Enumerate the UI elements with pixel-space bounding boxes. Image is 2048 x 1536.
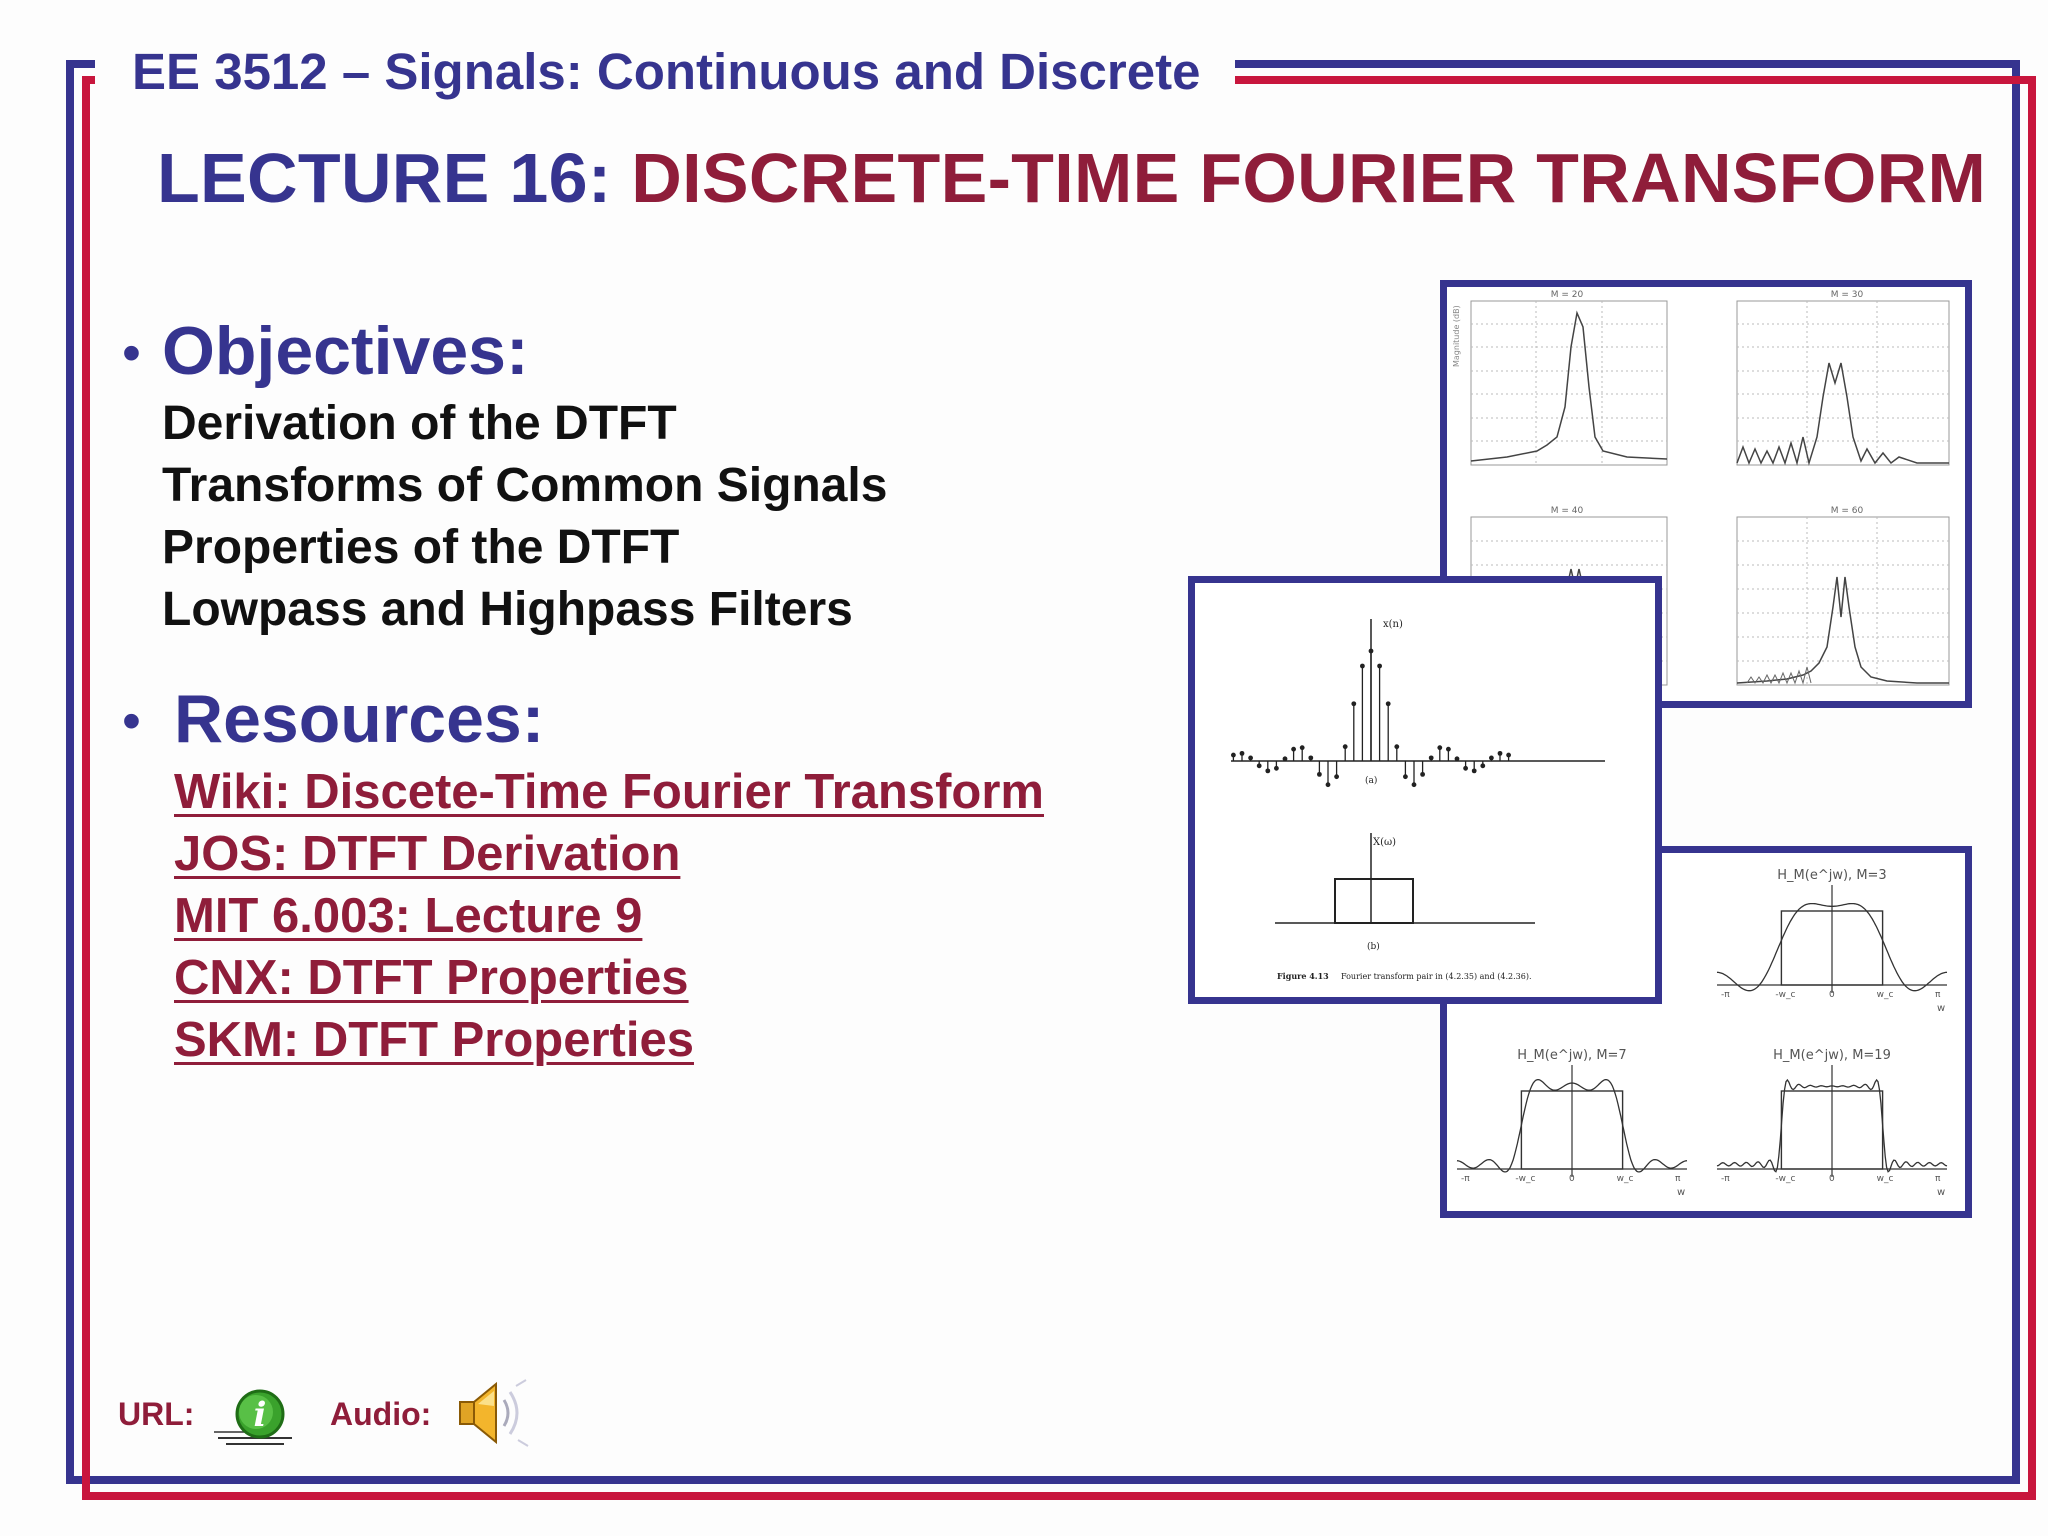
dtft-pair-figure: x(n) (a) X(ω) (b) Figure 4.13 Fourier tr… [1188,576,1662,1004]
stem-marker [1489,755,1494,761]
svg-text:(a): (a) [1365,775,1377,786]
svg-text:M = 60: M = 60 [1831,506,1864,516]
filter-plot-title: H_M(e^jw), M=3 [1777,868,1886,883]
stem-marker [1506,752,1511,758]
pi-label: π [1935,990,1941,1000]
neg-wc-label: -w_c [1775,990,1795,1000]
w-axis-label: w [1677,1187,1685,1198]
stem-marker [1325,782,1331,788]
svg-text:M = 40: M = 40 [1551,506,1584,516]
stem-marker [1282,756,1288,762]
filter-plot-title: H_M(e^jw), M=19 [1773,1048,1891,1063]
resource-link-jos[interactable]: JOS: DTFT Derivation [174,827,681,881]
stem-marker [1334,774,1339,780]
stem-marker [1377,663,1382,669]
filter-response-curve [1716,1078,1948,1173]
pi-label: π [1935,1174,1941,1184]
spectra-figure: M = 20 Magnitude (dB) M = 30 [1440,280,1972,708]
resource-link-wiki[interactable]: Wiki: Discete-Time Fourier Transform [174,765,1044,819]
svg-text:Figure 4.13: Figure 4.13 [1277,971,1329,981]
spectrum-plot-m20: M = 20 Magnitude (dB) [1452,290,1668,466]
url-label: URL: [118,1396,195,1432]
w-axis-label: w [1937,1187,1945,1198]
stem-marker [1394,744,1400,750]
spectrum-plot-m30: M = 30 [1736,290,1950,466]
stem-marker [1480,763,1486,769]
w-axis-label: w [1937,1003,1945,1014]
stem-marker [1368,648,1374,654]
svg-text:i: i [254,1395,267,1435]
svg-text:M = 20: M = 20 [1551,290,1584,300]
stem-marker [1403,774,1408,780]
neg-pi-label: -π [1721,1174,1730,1184]
resources-bullet: • [122,691,141,751]
spectrum-plot-m60: M = 60 [1736,506,1950,686]
wc-label: w_c [1877,990,1894,1000]
stem-marker [1463,765,1468,771]
zero-label: 0 [1829,1174,1835,1184]
zero-label: 0 [1829,990,1835,1000]
neg-pi-label: -π [1721,990,1730,1000]
stem-marker [1342,744,1348,750]
stem-marker [1437,745,1443,751]
lecture-title: LECTURE 16: DISCRETE-TIME FOURIER TRANSF… [157,138,1986,218]
stem-marker [1291,746,1296,752]
stem-marker [1265,768,1271,774]
svg-text:X(ω): X(ω) [1373,837,1396,848]
stem-marker [1446,746,1451,752]
stem-marker [1317,771,1322,777]
audio-label: Audio: [330,1396,432,1432]
resources-heading: Resources: [174,681,545,757]
stem-marker [1299,745,1305,751]
svg-text:M = 30: M = 30 [1831,290,1864,300]
stem-marker [1274,765,1279,771]
stem-marker [1420,771,1425,777]
svg-text:Magnitude (dB): Magnitude (dB) [1452,305,1461,367]
zero-label: 0 [1569,1174,1575,1184]
stem-marker [1471,768,1477,774]
stem-marker [1497,750,1503,756]
resource-link-skm[interactable]: SKM: DTFT Properties [174,1013,694,1067]
stem-marker [1248,755,1253,761]
filter-plot-title: H_M(e^jw), M=7 [1517,1048,1626,1063]
ideal-lowpass-box [1520,1090,1624,1170]
stem-marker [1428,755,1434,761]
objectives-bullet: • [122,323,141,383]
stem-marker [1351,701,1357,707]
resource-link-cnx[interactable]: CNX: DTFT Properties [174,951,689,1005]
svg-text:(b): (b) [1367,941,1380,952]
wc-label: w_c [1877,1174,1894,1184]
stem-marker [1454,756,1460,762]
objective-item: Derivation of the DTFT [162,397,677,450]
speaker-icon[interactable] [454,1376,534,1450]
neg-wc-label: -w_c [1515,1174,1535,1184]
info-icon[interactable]: i [212,1382,302,1452]
header-mask [95,36,1235,112]
objectives-heading: Objectives: [162,313,529,389]
objective-item: Lowpass and Highpass Filters [162,583,853,636]
ideal-lowpass-box [1780,910,1884,986]
pi-label: π [1675,1174,1681,1184]
objective-item: Properties of the DTFT [162,521,680,574]
filter-response-curve [1716,902,1948,992]
stem-marker [1231,752,1236,758]
lecture-number: LECTURE 16: [157,139,632,217]
stem-marker [1385,701,1391,707]
stem-marker [1239,750,1245,756]
course-title: EE 3512 – Signals: Continuous and Discre… [132,43,1201,100]
svg-text:Fourier transform pair in (4.2: Fourier transform pair in (4.2.35) and (… [1341,972,1531,981]
stem-marker [1308,755,1314,761]
svg-text:x(n): x(n) [1383,619,1403,630]
wc-label: w_c [1617,1174,1634,1184]
lecture-topic: DISCRETE-TIME FOURIER TRANSFORM [631,139,1987,217]
objective-item: Transforms of Common Signals [162,459,888,512]
neg-pi-label: -π [1461,1174,1470,1184]
stem-marker [1360,663,1365,669]
stem-marker [1411,782,1417,788]
stem-marker [1256,763,1262,769]
resource-link-mit[interactable]: MIT 6.003: Lecture 9 [174,889,643,943]
neg-wc-label: -w_c [1775,1174,1795,1184]
filter-response-curve [1456,1078,1688,1173]
